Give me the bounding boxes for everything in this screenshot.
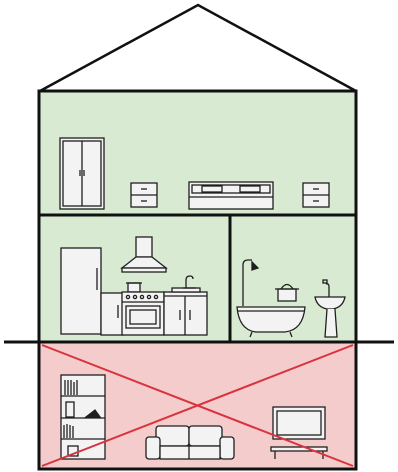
sink-icon bbox=[314, 279, 346, 338]
bookshelf-icon bbox=[60, 374, 106, 460]
stove-oven-icon bbox=[121, 291, 165, 336]
sofa-icon bbox=[145, 425, 235, 460]
basement-cross-out bbox=[41, 344, 354, 467]
faucet-icon bbox=[183, 275, 196, 289]
kitchen-cabinet-icon bbox=[100, 292, 124, 336]
bathtub-icon bbox=[236, 306, 306, 338]
bucket-icon bbox=[275, 283, 299, 302]
range-hood-icon bbox=[120, 236, 168, 273]
bed-icon bbox=[188, 181, 274, 210]
pot-icon bbox=[126, 282, 142, 293]
tv-icon bbox=[270, 406, 328, 459]
nightstand-icon bbox=[130, 182, 158, 208]
nightstand-icon bbox=[302, 182, 330, 208]
wardrobe-icon bbox=[59, 137, 105, 210]
shower-head-icon bbox=[242, 259, 260, 306]
roof bbox=[39, 3, 357, 93]
kitchen-cabinet-icon bbox=[163, 287, 208, 336]
fridge-icon bbox=[60, 247, 102, 335]
